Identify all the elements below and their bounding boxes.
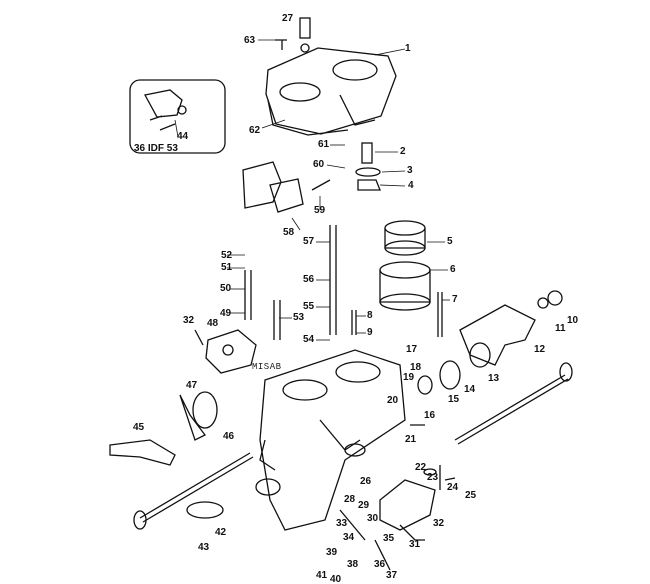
lever-45 <box>109 439 176 466</box>
part-label-32a: 32 <box>183 315 195 326</box>
part-label-13: 13 <box>488 373 500 384</box>
part-label-49: 49 <box>220 308 232 319</box>
part-label-7: 7 <box>452 294 458 305</box>
part-label-50: 50 <box>220 283 232 294</box>
float <box>242 161 304 213</box>
part-label-26: 26 <box>360 476 372 487</box>
part-label-39: 39 <box>326 547 338 558</box>
part-label-37: 37 <box>386 570 398 581</box>
lever-12 <box>459 304 536 366</box>
part-label-57: 57 <box>303 236 315 247</box>
part-label-42: 42 <box>215 527 227 538</box>
pump-cover <box>205 329 257 374</box>
part-label-23: 23 <box>427 472 439 483</box>
part-label-9: 9 <box>367 327 373 338</box>
detail-inset-box <box>129 79 226 154</box>
pump-cover-30 <box>379 479 436 531</box>
part-label-40: 40 <box>330 574 342 584</box>
part-label-54: 54 <box>303 334 315 345</box>
part-label-32b: 32 <box>433 518 445 529</box>
part-label-35: 35 <box>383 533 395 544</box>
part-label-4: 4 <box>408 180 414 191</box>
part-label-14: 14 <box>464 384 476 395</box>
part-label-25: 25 <box>465 490 477 501</box>
part-label-43: 43 <box>198 542 210 553</box>
part-label-48: 48 <box>207 318 219 329</box>
part-label-17: 17 <box>406 344 418 355</box>
part-label-8: 8 <box>367 310 373 321</box>
part-label-62: 62 <box>249 125 261 136</box>
part-label-22: 22 <box>415 462 427 473</box>
part-label-44: 44 <box>177 131 189 142</box>
part-label-18: 18 <box>410 362 422 373</box>
throttle-shaft-right <box>454 374 569 445</box>
part-label-58: 58 <box>283 227 295 238</box>
part-label-47: 47 <box>186 380 198 391</box>
part-label-33: 33 <box>336 518 348 529</box>
part-label-24: 24 <box>447 482 459 493</box>
part-label-28: 28 <box>344 494 356 505</box>
part-label-41: 41 <box>316 570 328 581</box>
part-label-6: 6 <box>450 264 456 275</box>
part-label-46: 46 <box>223 431 235 442</box>
part-label-34: 34 <box>343 532 355 543</box>
main-body <box>255 349 406 531</box>
part-label-36: 36 <box>374 559 386 570</box>
part-label-11: 11 <box>555 323 566 334</box>
part-label-21: 21 <box>405 434 417 445</box>
part-label-45: 45 <box>133 422 145 433</box>
part-label-29: 29 <box>358 500 370 511</box>
part-label-61: 61 <box>318 139 330 150</box>
part-label-27: 27 <box>282 13 294 24</box>
part-label-60: 60 <box>313 159 325 170</box>
part-label-10: 10 <box>567 315 579 326</box>
part-label-31: 31 <box>409 539 421 550</box>
part-label-15: 15 <box>448 394 460 405</box>
inset-caption: 36 IDF 53 <box>134 143 178 154</box>
part-label-30: 30 <box>367 513 379 524</box>
part-label-12: 12 <box>534 344 546 355</box>
top-cover <box>265 17 397 136</box>
part-label-55: 55 <box>303 301 315 312</box>
venturi-parts <box>379 220 431 311</box>
part-label-20: 20 <box>387 395 399 406</box>
part-label-19: 19 <box>403 372 415 383</box>
part-label-3: 3 <box>407 165 413 176</box>
throttle-shaft-left <box>139 452 254 523</box>
part-label-16: 16 <box>424 410 436 421</box>
part-label-59: 59 <box>314 205 326 216</box>
part-label-38: 38 <box>347 559 359 570</box>
part-label-63: 63 <box>244 35 256 46</box>
part-label-2: 2 <box>400 146 406 157</box>
part-label-56: 56 <box>303 274 315 285</box>
part-label-1: 1 <box>405 43 411 54</box>
part-label-5: 5 <box>447 236 453 247</box>
watermark-text: MISAB <box>252 362 282 372</box>
part-label-53: 53 <box>293 312 305 323</box>
part-label-51: 51 <box>221 262 233 273</box>
part-label-52: 52 <box>221 250 233 261</box>
